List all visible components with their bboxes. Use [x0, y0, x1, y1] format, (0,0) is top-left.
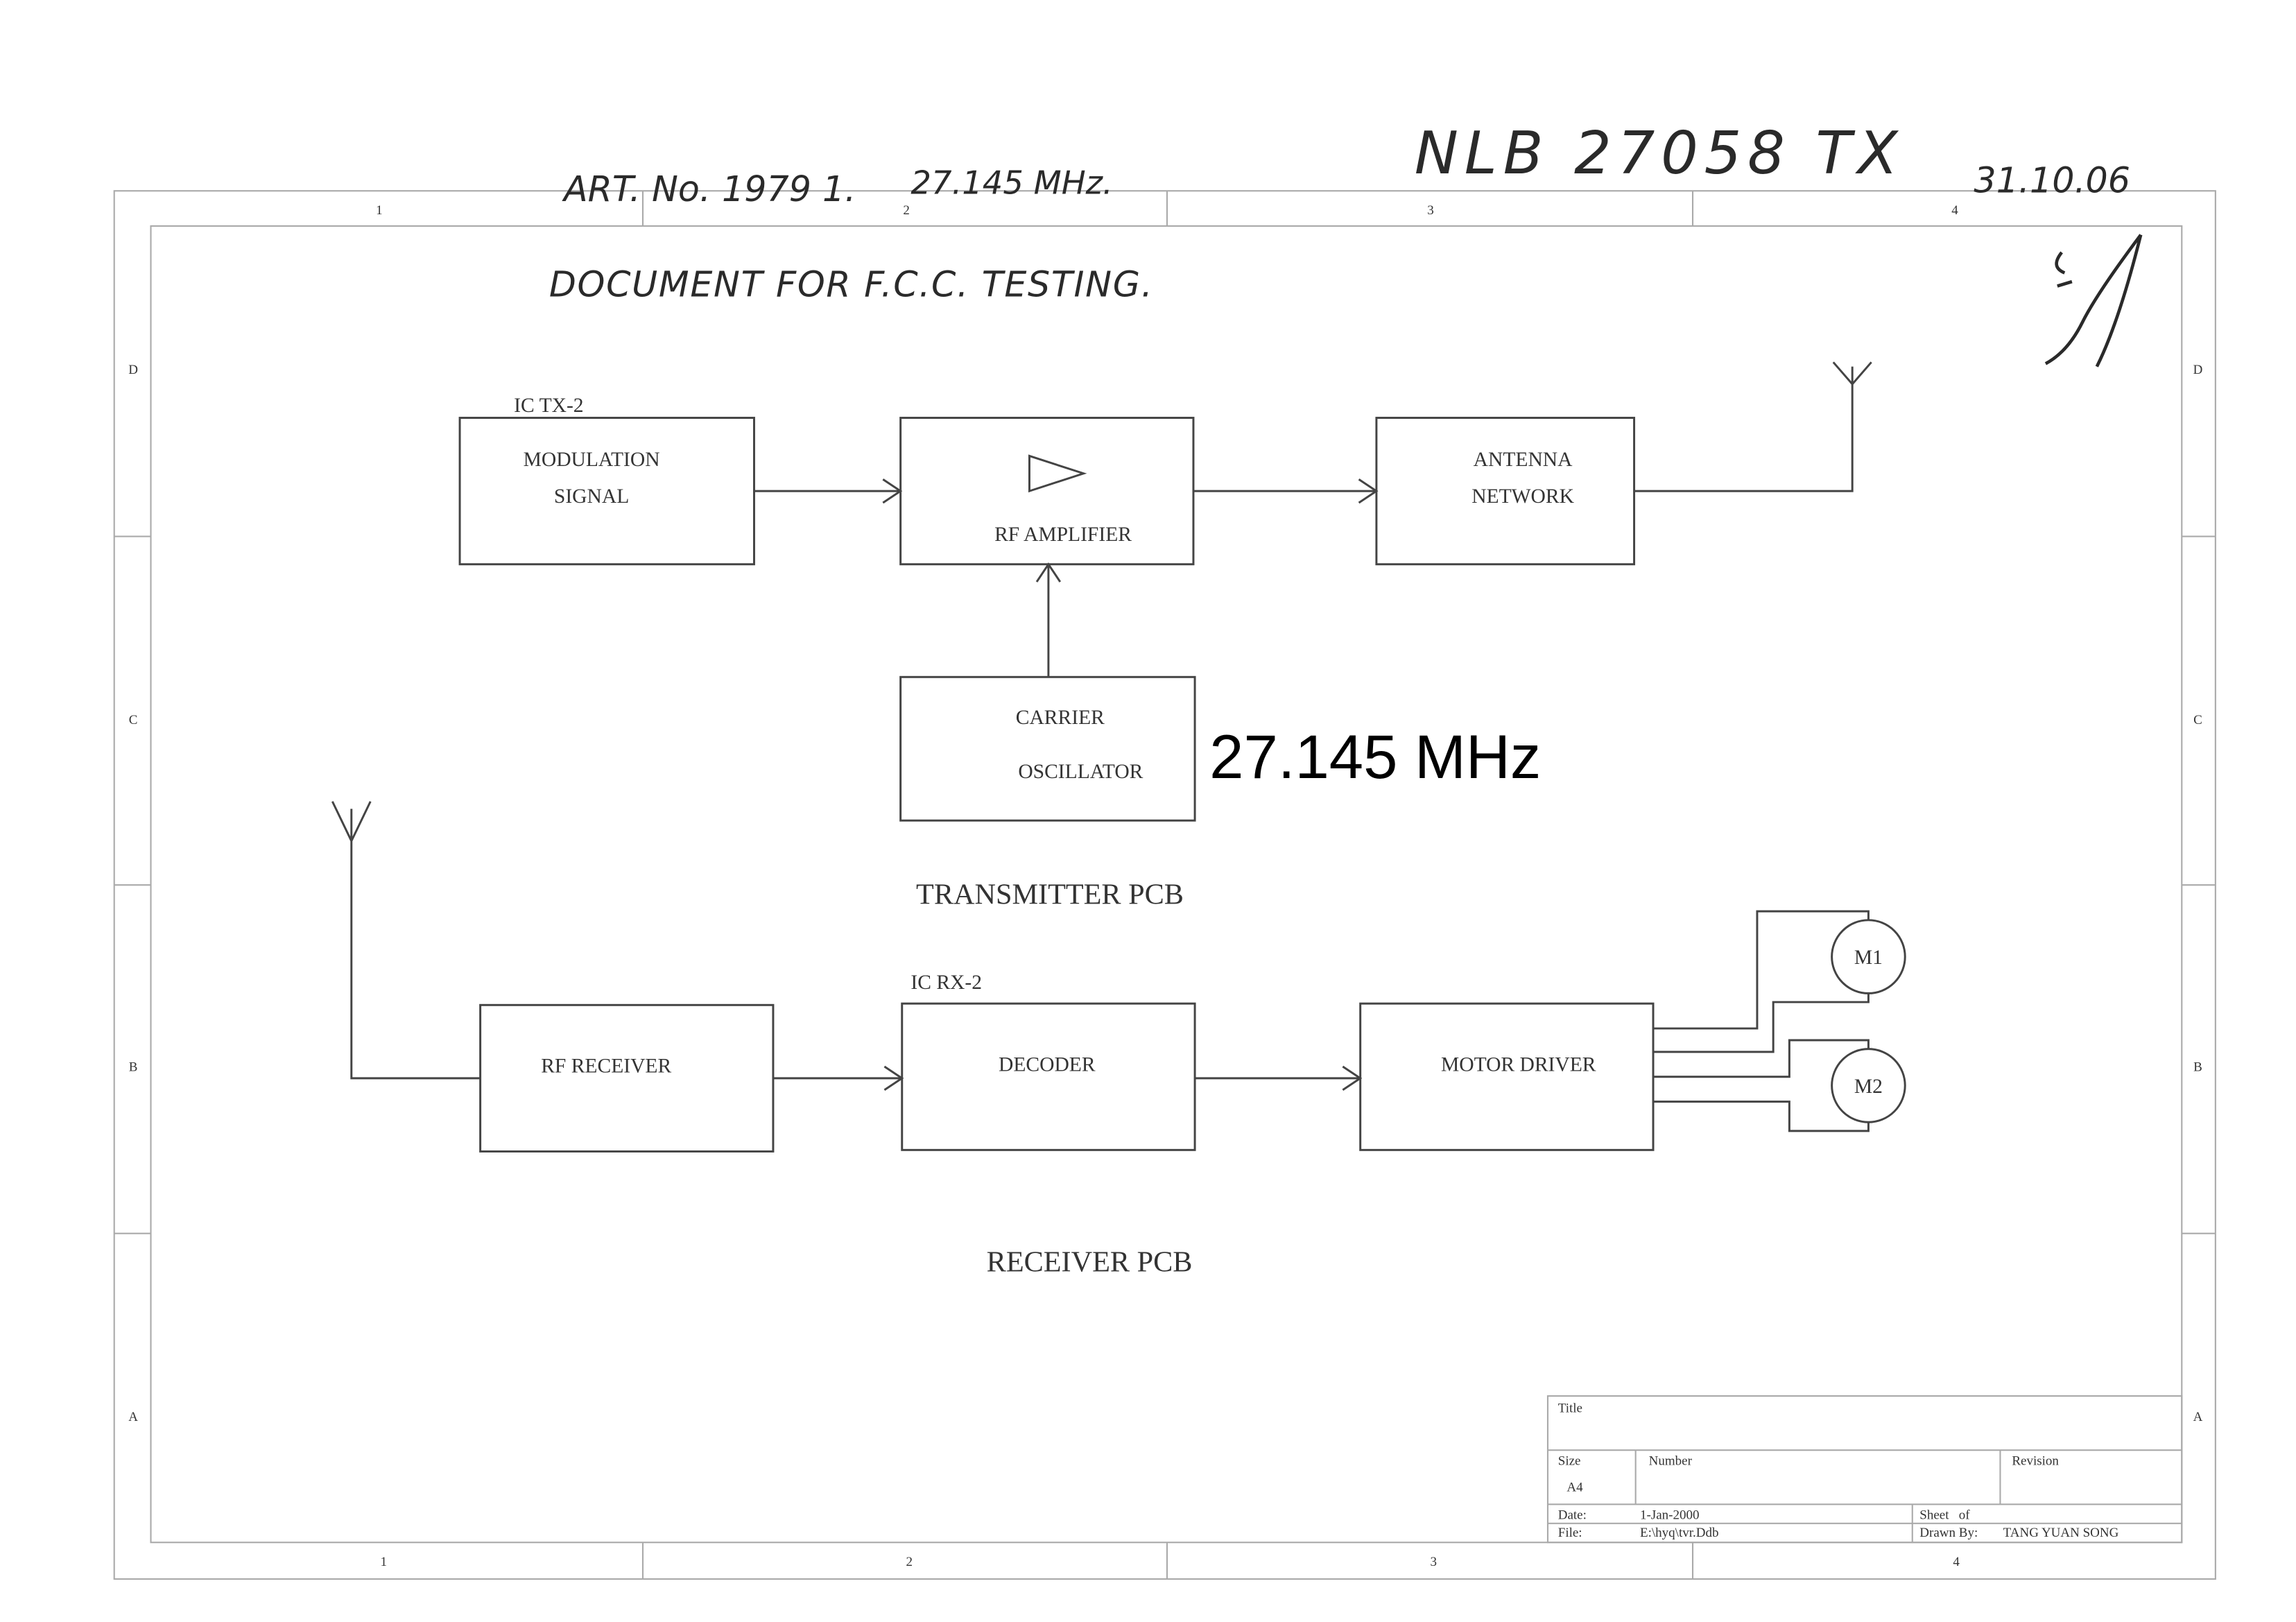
drawn-by-value: TANG YUAN SONG — [2003, 1526, 2119, 1540]
motor-m1-icon — [1831, 919, 1906, 994]
file-label: File: — [1558, 1526, 1582, 1540]
col-label: 3 — [1427, 203, 1434, 218]
transmitter-pcb-title: TRANSMITTER PCB — [916, 879, 1184, 911]
col-label: 1 — [376, 203, 382, 218]
number-label: Number — [1649, 1453, 1693, 1468]
col-label: 2 — [906, 1555, 913, 1569]
row-label: D — [2193, 363, 2203, 377]
col-label: 3 — [1431, 1555, 1438, 1569]
col-label: 4 — [1953, 1555, 1960, 1569]
row-label: D — [128, 363, 138, 377]
file-value: E:\hyq\tvr.Ddb — [1640, 1526, 1718, 1540]
motor-driver-label: MOTOR DRIVER — [1441, 1053, 1596, 1076]
handwritten-frequency: 27.145 MHz. — [910, 164, 1112, 201]
tx-antenna-icon — [1634, 361, 1872, 492]
ic-rx2-label: IC RX-2 — [910, 972, 982, 994]
motor-wires — [1653, 910, 1870, 1132]
motor-m2-icon — [1831, 1048, 1906, 1123]
row-label: A — [128, 1410, 138, 1424]
transmitter-diagram: IC TX-2 MODULATION SIGNAL RF AMPLIFIER A… — [458, 361, 1872, 911]
col-label: 1 — [380, 1555, 387, 1569]
oscillator-label: OSCILLATOR — [1018, 761, 1143, 783]
motor-m2-label: M2 — [1854, 1076, 1883, 1098]
sheet-border — [113, 190, 2216, 1580]
modulation-label: SIGNAL — [554, 485, 629, 508]
ic-tx2-label: IC TX-2 — [514, 395, 583, 417]
signature-mark — [2044, 234, 2143, 368]
col-label: 4 — [1951, 203, 1958, 218]
title-block: Title Size A4 Number Revision Date: 1-Ja… — [1546, 1395, 2183, 1544]
modulation-label: MODULATION — [524, 449, 660, 471]
rx-antenna-icon — [331, 801, 481, 1080]
grid-labels: 1 2 3 4 1 2 3 4 D C B A D C B A — [128, 203, 2202, 1569]
revision-label: Revision — [2012, 1453, 2059, 1468]
date-value: 1-Jan-2000 — [1640, 1508, 1699, 1522]
row-label: B — [129, 1060, 138, 1074]
carrier-label: CARRIER — [1016, 707, 1105, 729]
row-label: A — [2193, 1410, 2203, 1424]
antenna-network-label: NETWORK — [1471, 485, 1574, 508]
handwritten-date: 31.10.06 — [1974, 159, 2130, 200]
motor-m1-label: M1 — [1854, 947, 1883, 969]
receiver-pcb-title: RECEIVER PCB — [987, 1246, 1193, 1279]
size-label: Size — [1558, 1453, 1581, 1468]
drawn-by-label: Drawn By: — [1919, 1526, 1978, 1540]
size-value: A4 — [1566, 1480, 1583, 1494]
amplifier-triangle-icon — [1028, 454, 1087, 493]
col-label: 2 — [903, 203, 910, 218]
row-label: C — [2193, 713, 2202, 727]
row-label: B — [2193, 1060, 2202, 1074]
title-label: Title — [1558, 1401, 1582, 1415]
decoder-label: DECODER — [999, 1053, 1096, 1076]
sheet-label: Sheet of — [1919, 1508, 1970, 1522]
decoder-block — [901, 1002, 1196, 1151]
row-label: C — [129, 713, 138, 727]
date-label: Date: — [1558, 1508, 1587, 1522]
antenna-network-label: ANTENNA — [1474, 449, 1573, 471]
rf-receiver-label: RF RECEIVER — [541, 1055, 671, 1077]
rf-amplifier-label: RF AMPLIFIER — [994, 524, 1132, 546]
frequency-annotation: 27.145 MHz — [1209, 723, 1541, 791]
handwritten-art-no: ART. No. 1979 1. — [562, 169, 856, 209]
receiver-diagram: RF RECEIVER IC RX-2 DECODER MOTOR DRIVER… — [331, 801, 1906, 1279]
